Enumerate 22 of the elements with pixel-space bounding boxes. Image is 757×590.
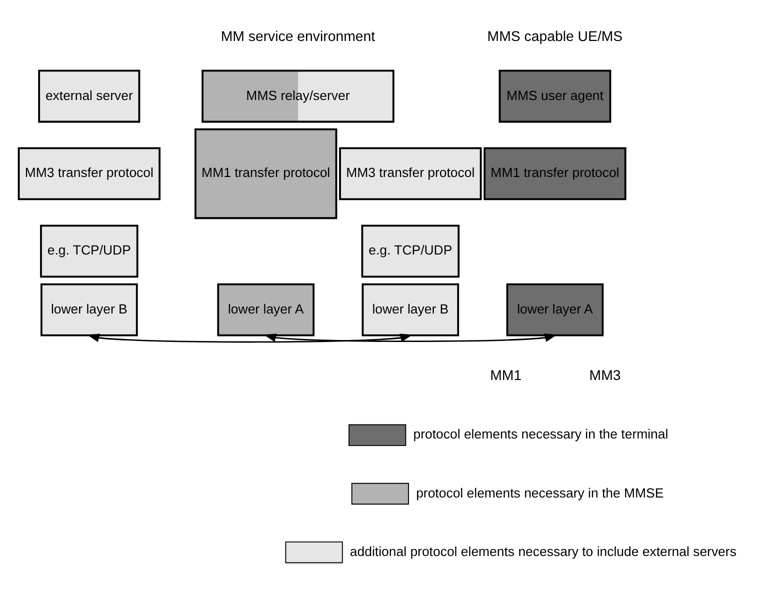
node-box: lower layer A [506, 283, 604, 336]
node-box: MM1 transfer protocol [483, 147, 626, 200]
label: MM service environment [220, 28, 375, 45]
arrow [263, 334, 557, 342]
node-box: e.g. TCP/UDP [360, 224, 460, 278]
label: MMS capable UE/MS [486, 28, 622, 45]
label: MM3 [588, 368, 620, 384]
node-box: MM3 transfer protocol [338, 147, 482, 200]
node-box: MMS user agent [498, 70, 611, 123]
node-box: MM1 transfer protocol [194, 128, 337, 220]
node-box: lower layer B [40, 283, 138, 336]
node-box: MM3 transfer protocol [17, 147, 160, 200]
node-box: e.g. TCP/UDP [40, 224, 138, 278]
node-box: lower layer B [361, 283, 459, 336]
node-box: lower layer A [216, 283, 314, 336]
label: MM1 [490, 368, 522, 384]
legend-label: additional protocol elements necessary to include external servers [349, 544, 736, 559]
legend-label: protocol elements necessary in the MMSE [416, 485, 664, 500]
arrow [86, 334, 412, 343]
node-box: MMS relay/server [201, 70, 394, 123]
node-box: external server [38, 70, 140, 123]
legend-label: protocol elements necessary in the terminal [412, 426, 668, 442]
